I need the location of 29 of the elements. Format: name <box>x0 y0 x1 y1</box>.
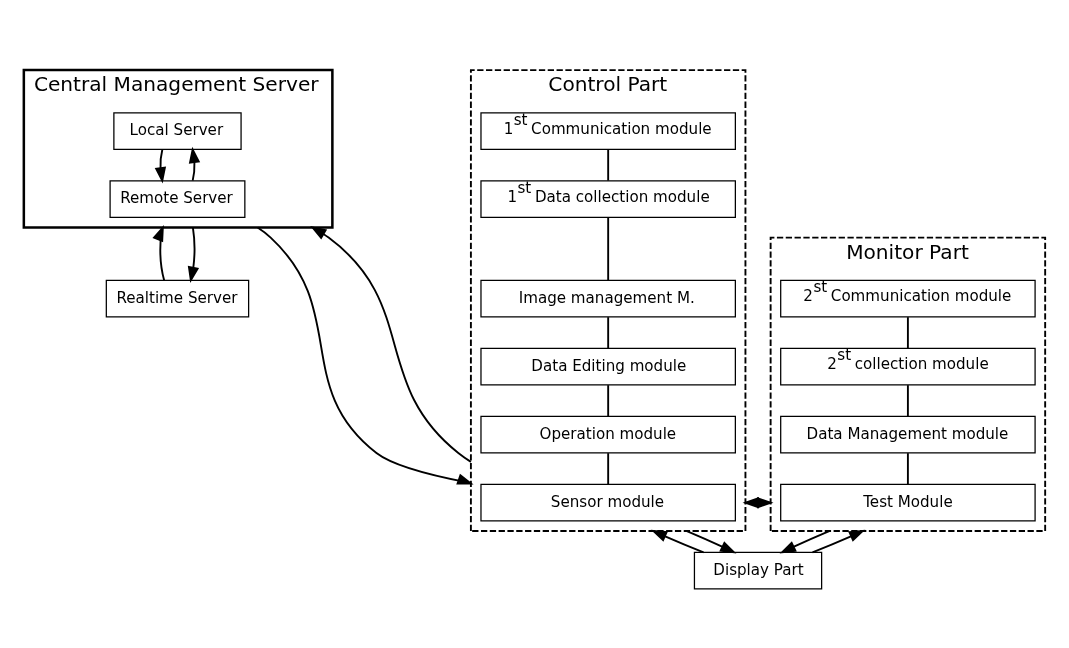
arrow <box>154 148 167 183</box>
connector <box>607 383 610 417</box>
arrow <box>188 146 201 182</box>
connector <box>906 451 909 485</box>
node-box: Data Editing module <box>480 347 736 386</box>
node-box: Test Module <box>780 483 1036 522</box>
arrow <box>187 226 200 283</box>
connector <box>607 451 610 485</box>
connector <box>906 315 909 349</box>
node-box: Sensor module <box>480 483 736 522</box>
connector <box>607 216 610 281</box>
node-box: Operation module <box>480 415 736 454</box>
node-box: Realtime Server <box>105 279 250 318</box>
arrow <box>811 529 866 553</box>
arrow <box>685 529 737 553</box>
arrow <box>310 225 472 463</box>
node-box: Data Management module <box>780 415 1036 454</box>
node-box: Remote Server <box>109 179 246 218</box>
connector <box>607 148 610 182</box>
node-box: Image management M. <box>480 279 736 318</box>
node-box: Display Part <box>693 551 823 590</box>
arrow <box>650 529 705 553</box>
arrow <box>742 496 759 508</box>
arrow <box>256 226 474 485</box>
arrow <box>779 529 831 553</box>
arrow <box>152 224 166 281</box>
connector <box>906 383 909 417</box>
connector <box>607 315 610 349</box>
node-box: Local Server <box>113 111 242 150</box>
